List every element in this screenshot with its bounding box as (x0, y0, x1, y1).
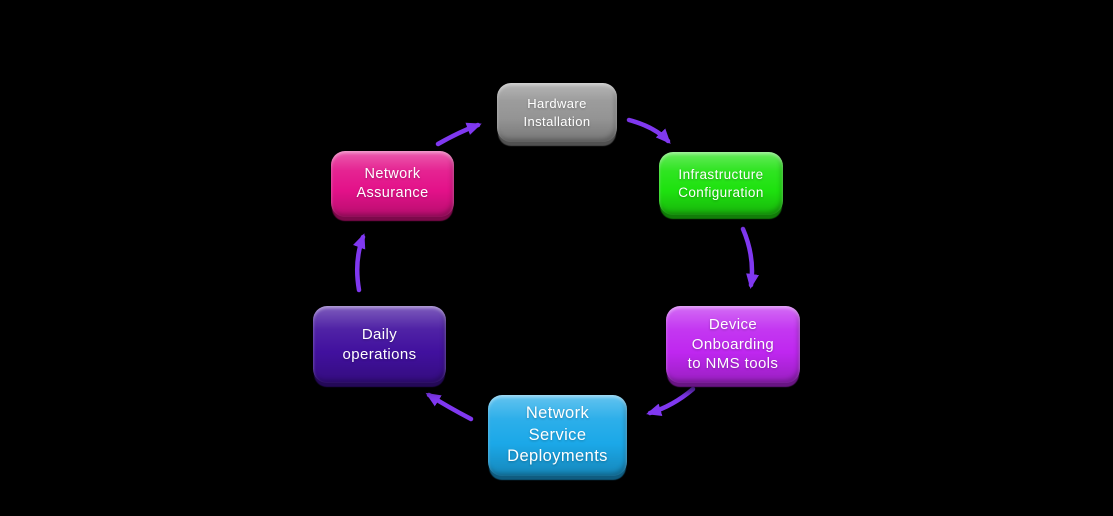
arrow-device-onboarding-to-network-service-icon (646, 386, 696, 417)
node-network-assurance-label: Network Assurance (356, 165, 429, 201)
node-network-service-deployments: Network Service Deployments (488, 395, 627, 476)
node-network-assurance: Network Assurance (331, 151, 454, 217)
node-daily-operations-label: Daily operations (342, 325, 417, 363)
arrow-hardware-to-infrastructure-icon (626, 117, 671, 144)
node-device-onboarding-to-nms-tools: Device Onboarding to NMS tools (666, 306, 800, 383)
node-device-onboarding-label: Device Onboarding to NMS tools (687, 315, 779, 373)
node-hardware-installation-label: Hardware Installation (523, 96, 591, 129)
arrow-network-service-to-daily-operations-icon (425, 392, 474, 422)
arrow-infrastructure-to-device-onboarding-icon (740, 226, 759, 289)
node-daily-operations: Daily operations (313, 306, 446, 383)
arrow-network-assurance-to-hardware-icon (435, 122, 482, 147)
node-network-service-deployments-label: Network Service Deployments (507, 403, 608, 466)
node-infrastructure-configuration: Infrastructure Configuration (659, 152, 783, 215)
node-hardware-installation: Hardware Installation (497, 83, 617, 142)
node-infrastructure-configuration-label: Infrastructure Configuration (678, 166, 764, 200)
arrow-daily-operations-to-network-assurance-icon (353, 233, 366, 293)
